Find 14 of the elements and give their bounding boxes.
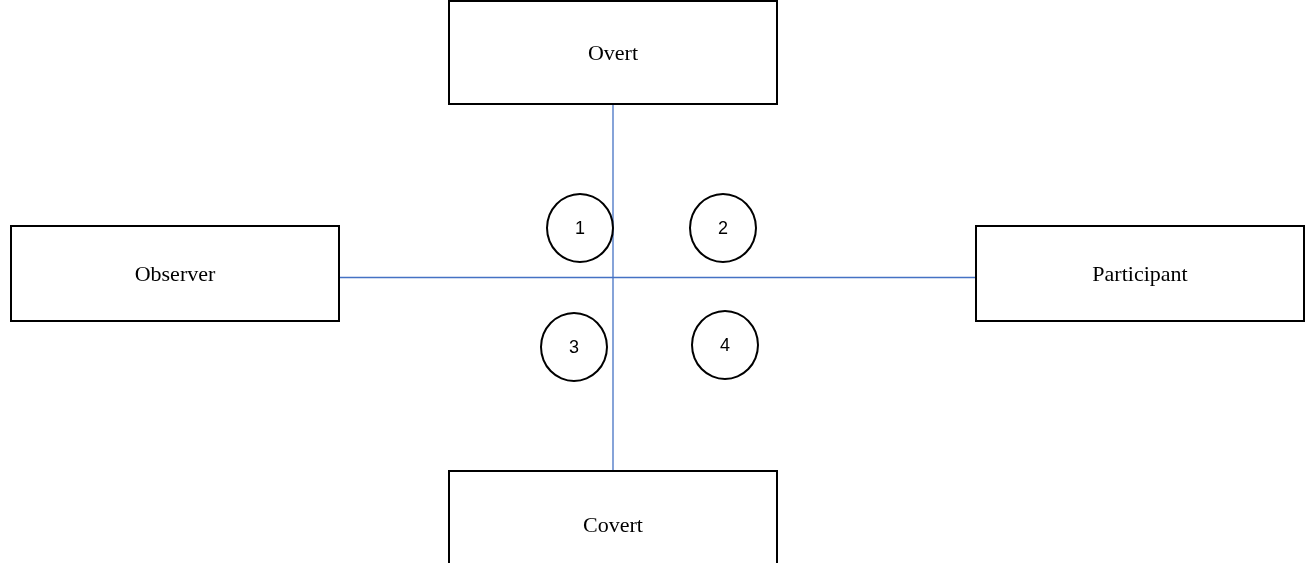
box-label: Observer (134, 260, 216, 287)
box-label: Participant (1092, 260, 1188, 287)
label-box (10, 225, 340, 322)
circle-number: 3 (569, 336, 579, 358)
connector-line (612, 104, 614, 471)
circle-number: 1 (575, 217, 585, 239)
label-box (448, 470, 778, 563)
circle-number: 4 (720, 334, 730, 356)
label-box (448, 0, 778, 105)
label-box (975, 225, 1305, 322)
box-label: Overt (587, 39, 639, 66)
connector-line (339, 276, 976, 279)
box-label: Covert (583, 512, 643, 538)
circle-number: 2 (718, 217, 728, 239)
